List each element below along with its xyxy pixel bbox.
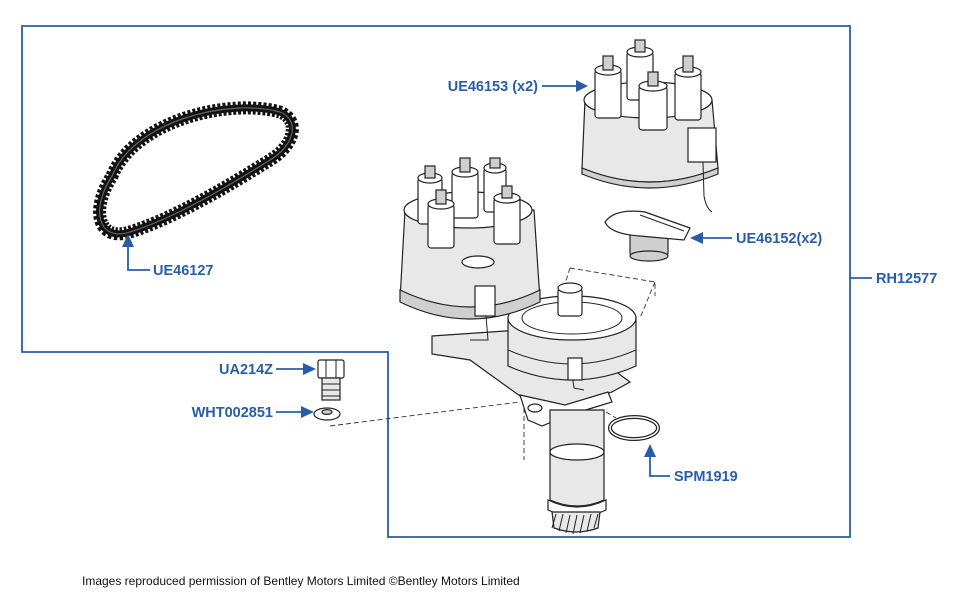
o-ring: [608, 415, 660, 441]
bolt: [317, 359, 345, 401]
drive-gear: [551, 511, 601, 535]
label-cap-spare: UE46153 (x2): [448, 79, 538, 95]
leader-rotor: [690, 232, 732, 244]
distributor-cap-fitted: [399, 157, 541, 341]
leader-washer: [276, 406, 314, 418]
label-o-ring: SPM1919: [674, 469, 738, 485]
label-washer: WHT002851: [192, 405, 273, 421]
leader-o-ring: [644, 444, 670, 477]
label-rotor: UE46152(x2): [736, 231, 822, 247]
distributor-cap-spare: [581, 39, 719, 213]
label-assembly: RH12577: [876, 271, 937, 287]
washer: [313, 407, 341, 421]
copyright-credit: Images reproduced permission of Bentley …: [82, 574, 520, 588]
leader-belt: [122, 234, 150, 271]
label-bolt: UA214Z: [219, 362, 273, 378]
distributor-body: [431, 282, 637, 535]
leader-bolt: [276, 363, 316, 375]
label-belt: UE46127: [153, 263, 213, 279]
timing-belt: [93, 101, 299, 241]
rotor-arm: [604, 210, 691, 262]
assembly-outline: [21, 25, 851, 538]
leader-cap-spare: [542, 80, 588, 92]
